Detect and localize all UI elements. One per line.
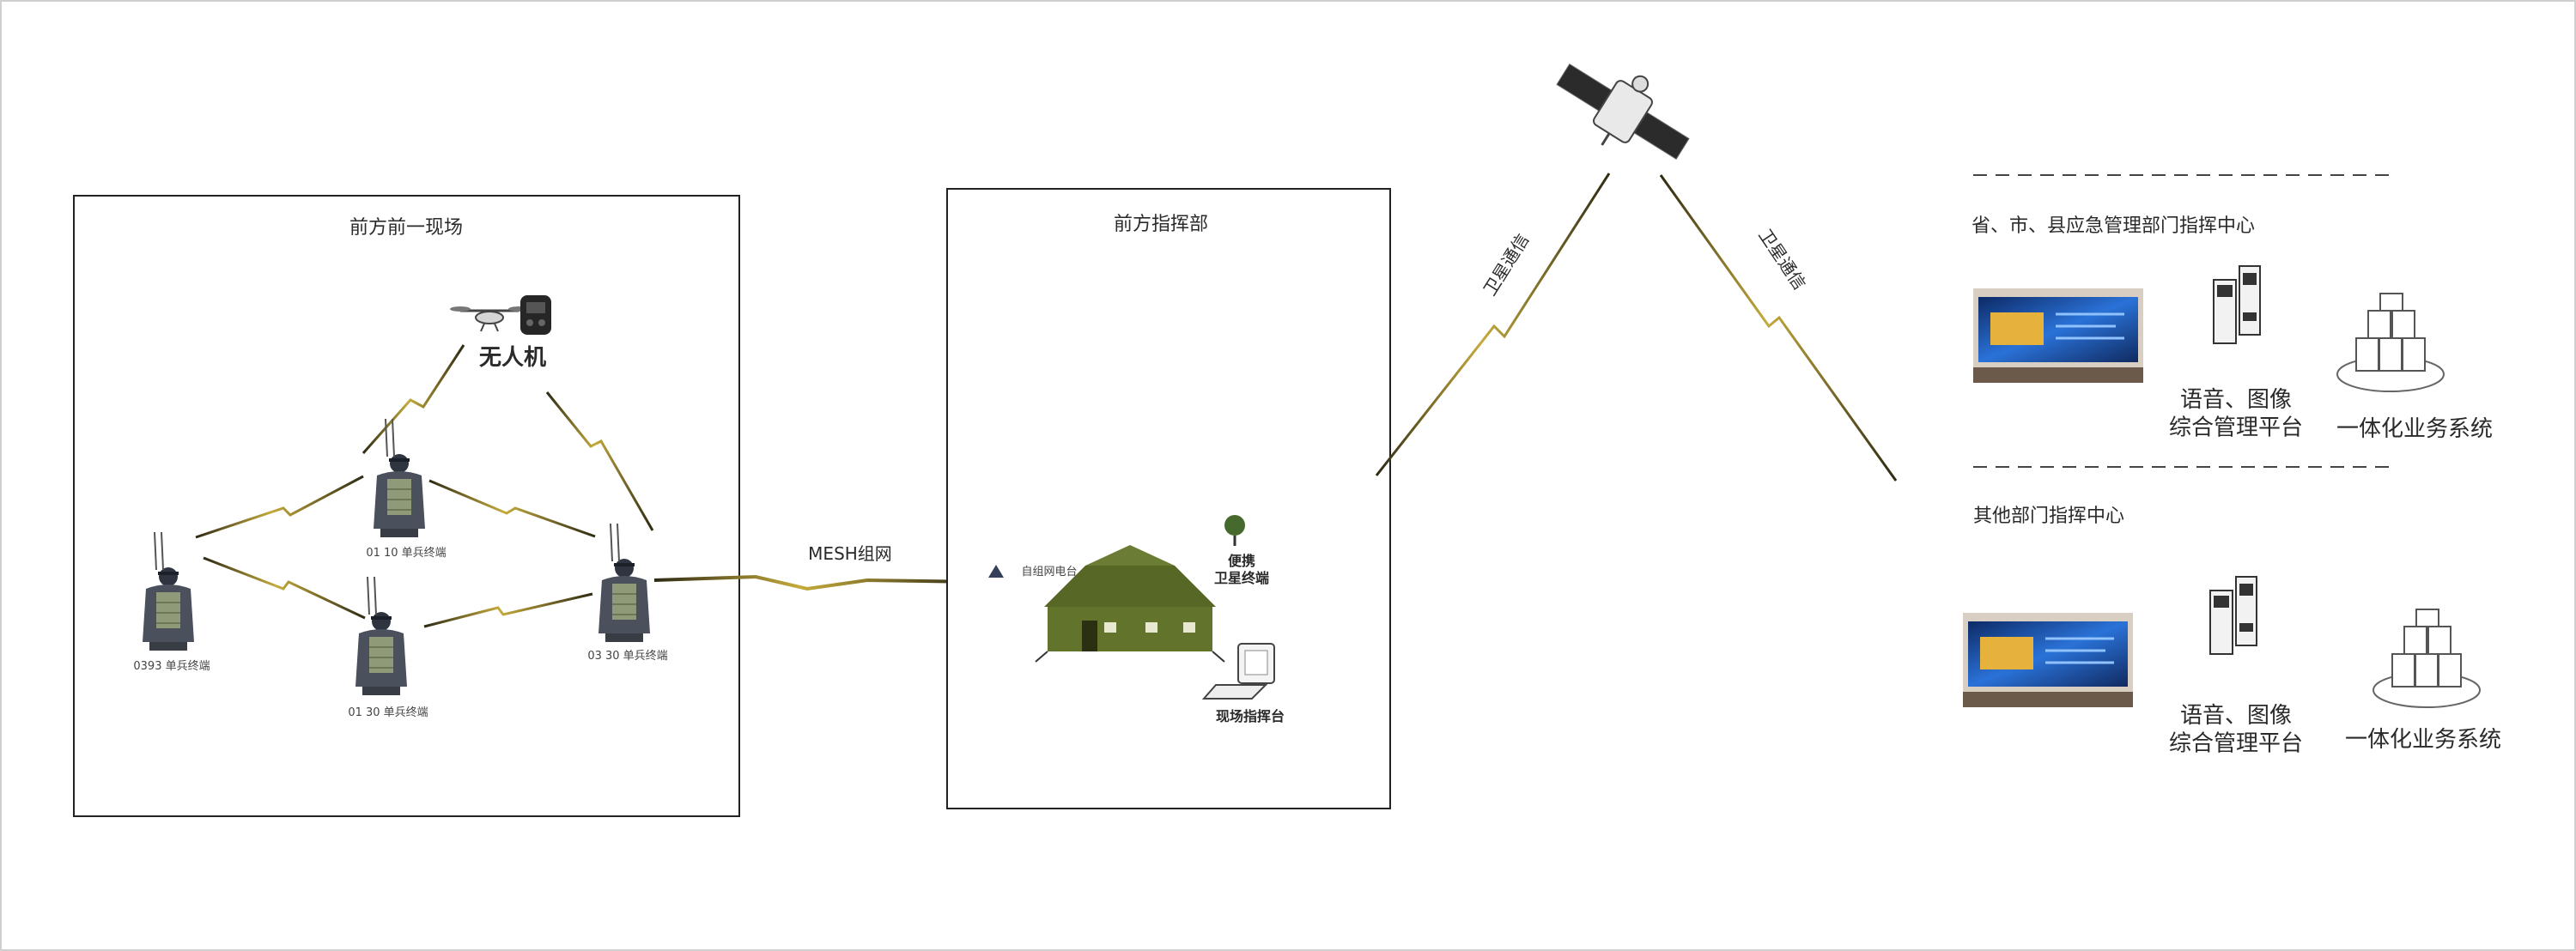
- soldier-node-1: 01 10 单兵终端: [366, 418, 447, 560]
- system-label-top: 一体化业务系统: [2336, 416, 2493, 442]
- soldier-node-3: 03 30 单兵终端: [587, 523, 668, 663]
- antenna-label: 自组网电台: [1021, 566, 1077, 578]
- mesh-label: MESH组网: [808, 543, 892, 564]
- video-wall-icon: [1963, 613, 2133, 707]
- server-icon: [2209, 576, 2257, 655]
- database-icon: [2372, 609, 2481, 708]
- antenna-icon: [988, 565, 1004, 578]
- center-bottom: 其他部门指挥中心 语音、图像综合管理平台 一体化业务系统: [1963, 466, 2501, 757]
- field-panel-frame: [73, 195, 740, 817]
- uav-label: 无人机: [479, 345, 546, 371]
- sat-link-right: [1659, 174, 1898, 482]
- soldier-label: 01 30 单兵终端: [348, 706, 428, 719]
- link-node2-node3: [428, 479, 596, 538]
- computer-icon: [1201, 643, 1275, 700]
- soldier-node-2: 0393 单兵终端: [133, 531, 210, 673]
- sat-station-label: 便携卫星终端: [1214, 553, 1269, 586]
- soldier-label: 01 10 单兵终端: [366, 546, 446, 560]
- system-label-bottom: 一体化业务系统: [2345, 727, 2501, 753]
- center-top-title: 省、市、县应急管理部门指挥中心: [1971, 215, 2255, 237]
- platform-label-bottom: 语音、图像综合管理平台: [2169, 703, 2303, 757]
- soldier-label: 03 30 单兵终端: [587, 649, 667, 663]
- tent-icon: [1035, 545, 1225, 663]
- server-icon: [2213, 265, 2261, 344]
- mesh-link: [653, 574, 980, 591]
- command-post-panel: 前方指挥部 自组网电台 便携卫星终端: [946, 188, 1391, 809]
- console-label: 现场指挥台: [1216, 708, 1285, 724]
- database-icon: [2336, 293, 2445, 392]
- sat-link-right-label: 卫星通信: [1754, 225, 1810, 294]
- center-bottom-title: 其他部门指挥中心: [1973, 506, 2124, 527]
- field-panel-title: 前方前一现场: [349, 217, 463, 239]
- link-node1-node4: [203, 556, 366, 620]
- platform-label-top: 语音、图像综合管理平台: [2169, 387, 2303, 441]
- soldier-label: 0393 单兵终端: [133, 659, 210, 673]
- link-uav-right: [545, 391, 654, 531]
- command-post-title: 前方指挥部: [1114, 214, 1208, 235]
- video-wall-icon: [1973, 288, 2143, 383]
- sat-link-left-label: 卫星通信: [1479, 230, 1534, 300]
- controller-icon: [520, 295, 551, 335]
- command-post-frame: [946, 188, 1391, 809]
- link-uav-left: [361, 344, 465, 454]
- link-node4-node3: [423, 592, 593, 628]
- satellite-icon: [1556, 63, 1690, 161]
- satellite-dish-icon: [1224, 515, 1245, 546]
- link-node1-node2: [195, 475, 364, 539]
- center-top: 省、市、县应急管理部门指挥中心 语音、图像综合管理平台 一体化业务系统: [1971, 174, 2493, 442]
- soldier-node-4: 01 30 单兵终端: [348, 576, 428, 719]
- field-panel: 前方前一现场 无人机 01 10 单: [73, 195, 740, 817]
- field-wireless-links: [195, 344, 654, 628]
- sat-link-left: [1375, 173, 1611, 476]
